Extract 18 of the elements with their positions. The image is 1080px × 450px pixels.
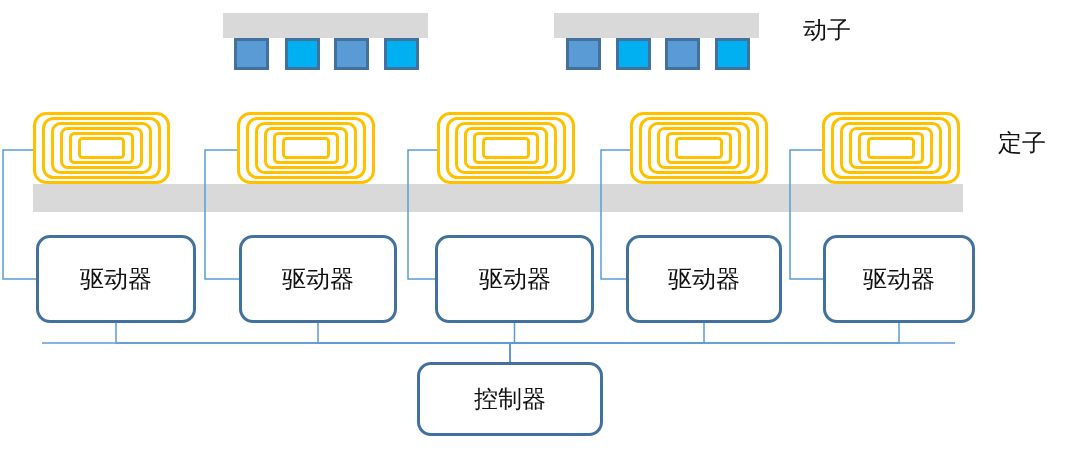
driver-box: 驱动器 [36,235,196,323]
part-label: 动子 [803,15,851,46]
coil-drawing [822,112,960,184]
coil-drawing [33,112,170,184]
connector-line [204,149,240,280]
part-label: 定子 [998,128,1046,159]
driver-box: 驱动器 [435,235,594,323]
coil-drawing [630,112,768,184]
driver-box: 驱动器 [239,235,397,323]
connector-line [600,149,631,280]
controller-box: 控制器 [417,362,603,436]
coil-drawing [437,112,575,184]
driver-box: 驱动器 [823,235,975,323]
connector-line [789,149,824,280]
driver-box: 驱动器 [626,235,782,323]
connector-line [2,149,37,280]
coil-drawing [237,112,375,184]
connector-line [407,149,438,280]
